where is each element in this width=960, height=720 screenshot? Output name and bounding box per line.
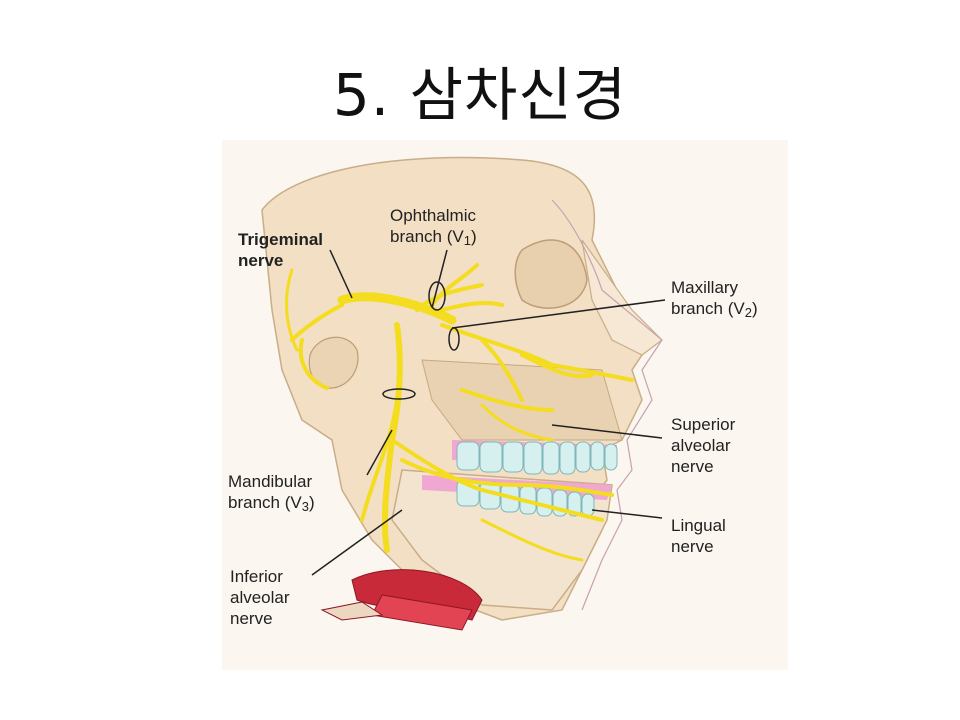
label-line: Inferior bbox=[230, 567, 283, 586]
orbit bbox=[514, 239, 588, 309]
face-contour bbox=[551, 199, 663, 611]
label-line: Mandibular bbox=[228, 472, 313, 491]
label-line: Trigeminal bbox=[238, 230, 324, 249]
label-line: Maxillary bbox=[671, 278, 739, 297]
nerves bbox=[285, 263, 634, 562]
upper-teeth bbox=[456, 441, 618, 475]
label-line: Lingual bbox=[671, 516, 726, 535]
label-close: ) bbox=[308, 493, 315, 512]
leader-lines bbox=[311, 249, 666, 576]
label-line: nerve bbox=[230, 609, 273, 628]
label-subscript: 1 bbox=[463, 233, 471, 248]
label-line: Superior bbox=[671, 415, 736, 434]
label-line: alveolar bbox=[230, 588, 290, 607]
inferior-alveolar-nerve-label: Inferior alveolar nerve bbox=[230, 566, 290, 629]
label-subscript: 3 bbox=[301, 499, 309, 514]
trigeminal-nerve-illustration bbox=[222, 140, 788, 670]
label-line: Ophthalmic bbox=[390, 206, 476, 225]
nasal-bone bbox=[581, 239, 663, 356]
label-line: nerve bbox=[671, 537, 714, 556]
label-subscript: 2 bbox=[744, 305, 752, 320]
muscles bbox=[320, 569, 483, 631]
label-close: ) bbox=[751, 299, 758, 318]
mandibular-branch-label: Mandibular branch (V3) bbox=[228, 471, 315, 517]
label-line: branch (V bbox=[390, 227, 464, 246]
label-line: branch (V bbox=[671, 299, 745, 318]
superior-alveolar-nerve-label: Superior alveolar nerve bbox=[671, 414, 735, 477]
page-title: 5. 삼차신경 bbox=[332, 61, 628, 129]
label-line: nerve bbox=[238, 251, 284, 270]
maxillary-branch-label: Maxillary branch (V2) bbox=[671, 277, 758, 323]
label-line: alveolar bbox=[671, 436, 731, 455]
ophthalmic-branch-label: Ophthalmic branch (V1) bbox=[390, 205, 477, 251]
label-close: ) bbox=[470, 227, 477, 246]
label-line: nerve bbox=[671, 457, 714, 476]
lingual-nerve-label: Lingual nerve bbox=[671, 515, 726, 557]
label-line: branch (V bbox=[228, 493, 302, 512]
trigeminal-nerve-label: Trigeminal nerve bbox=[238, 229, 323, 271]
